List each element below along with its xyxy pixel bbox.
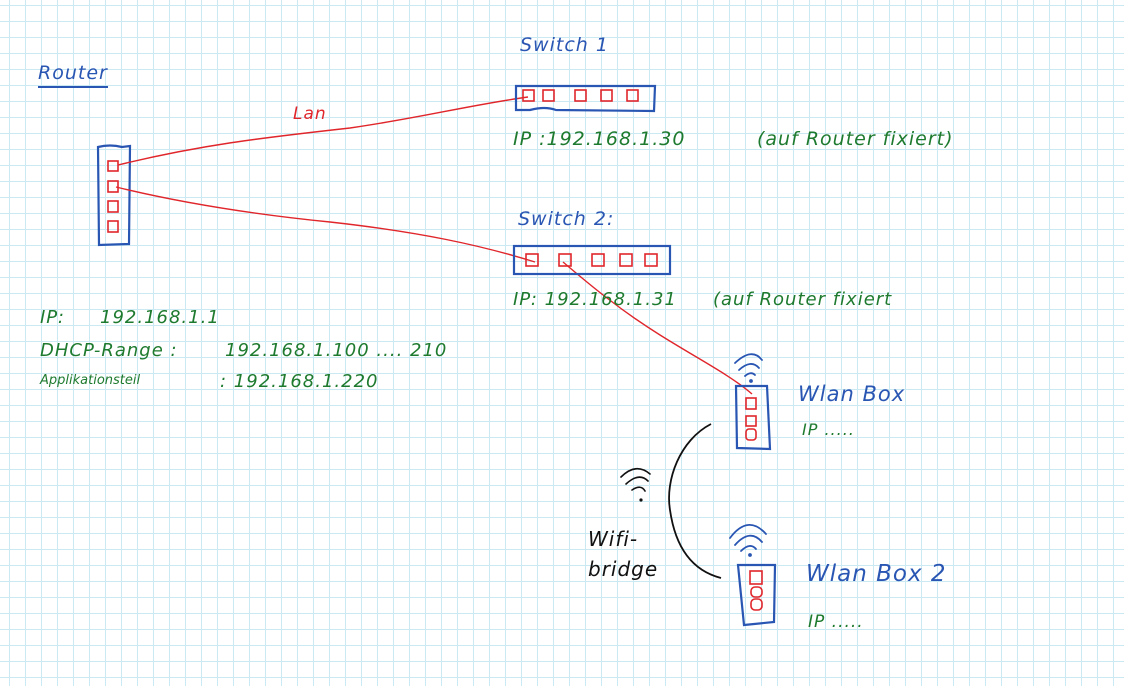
router-port-1 xyxy=(107,160,119,172)
router-app-value: : 192.168.1.220 xyxy=(220,371,379,392)
switch2-ip: IP: 192.168.1.31 xyxy=(513,289,677,310)
wifi-signal-icon xyxy=(729,524,767,557)
router-port-2 xyxy=(107,180,119,193)
wlan-box1-title: Wlan Box xyxy=(798,382,906,406)
wifi-bridge-label-line1: Wifi- xyxy=(588,527,639,551)
wifi-bridge-arc xyxy=(668,423,722,579)
wlan-box2-device xyxy=(736,563,777,627)
wifi-signal-icon xyxy=(734,353,763,383)
router-ip-value: 192.168.1.1 xyxy=(100,307,220,328)
wlan-box2-ip: IP ..... xyxy=(808,612,864,632)
router-device xyxy=(96,144,132,247)
switch2-title: Switch 2: xyxy=(518,208,615,230)
wifi-bridge-label-line2: bridge xyxy=(588,557,659,581)
wlan-box1-ip: IP ..... xyxy=(802,420,855,439)
switch2-note: (auf Router fixiert xyxy=(713,289,893,310)
switch2-device xyxy=(512,244,672,276)
lan-cable-switch2-wlanbox xyxy=(562,261,753,395)
router-title: Router xyxy=(38,62,108,88)
switch1-note: (auf Router fixiert) xyxy=(757,128,954,150)
lan-cable-router-switch2 xyxy=(115,186,536,263)
lan-cable-router-switch1 xyxy=(117,96,529,166)
router-port-4 xyxy=(107,220,119,233)
switch1-ip: IP :192.168.1.30 xyxy=(513,128,686,150)
wifi-signal-icon xyxy=(620,467,651,502)
router-port-3 xyxy=(107,200,119,213)
router-dhcp-label: DHCP-Range : xyxy=(40,340,178,361)
router-dhcp-value: 192.168.1.100 .... 210 xyxy=(225,340,448,361)
switch1-device xyxy=(514,84,657,113)
router-app-label: Applikationsteil xyxy=(40,373,141,388)
switch1-title: Switch 1 xyxy=(520,34,609,56)
wlan-box1-device xyxy=(734,384,772,451)
router-ip-label: IP: xyxy=(40,307,65,328)
wlan-box2-title: Wlan Box 2 xyxy=(806,561,947,587)
lan-label: Lan xyxy=(293,104,327,124)
